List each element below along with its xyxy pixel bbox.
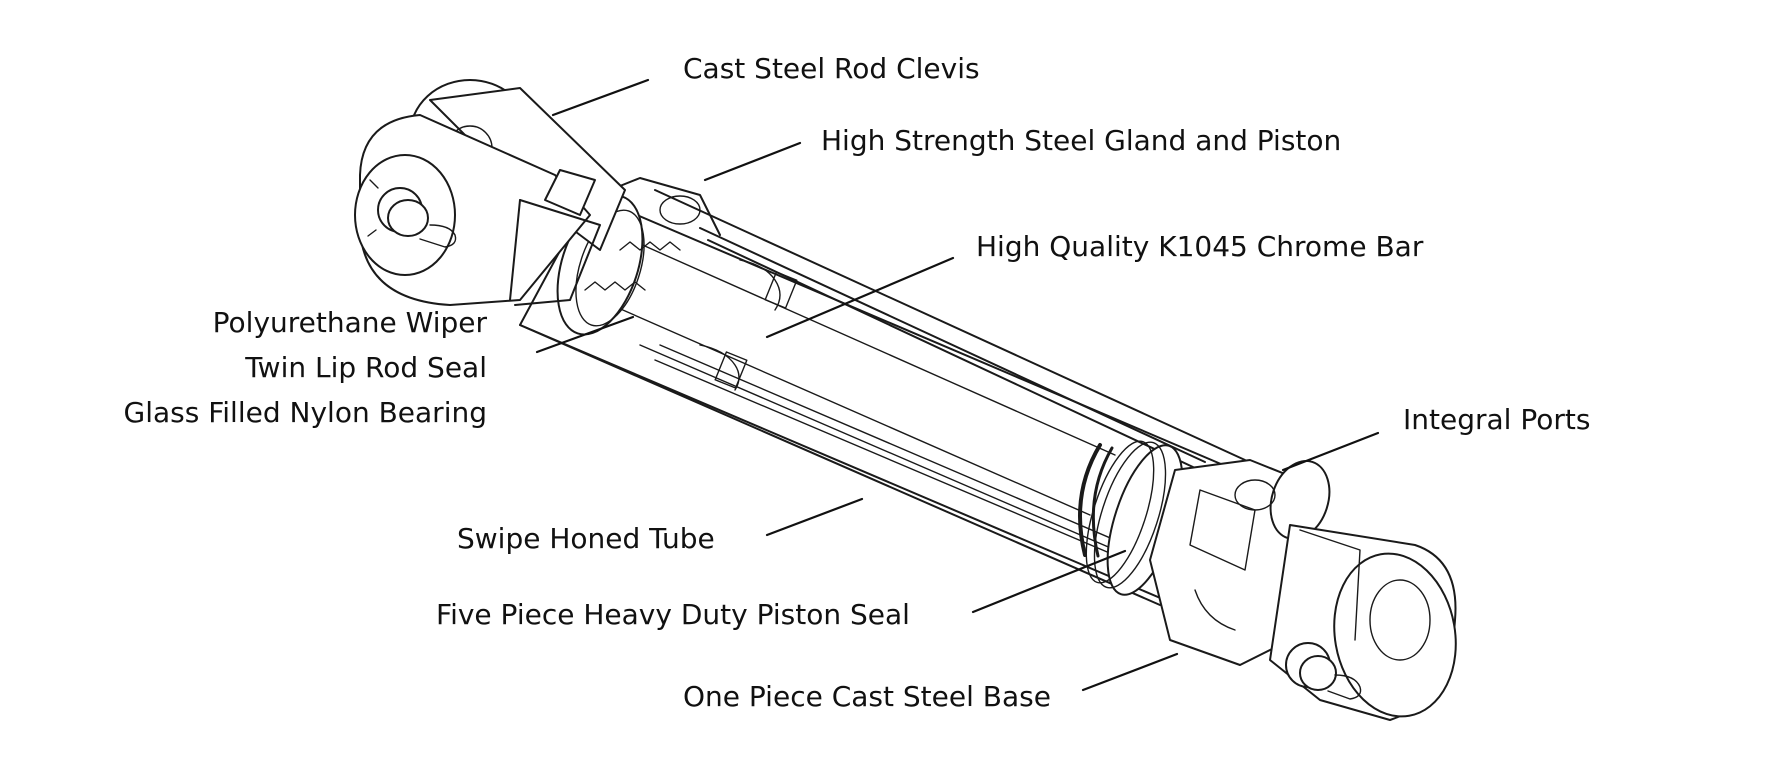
label-glass-filled-nylon-bearing: Glass Filled Nylon Bearing [123,396,488,429]
leader-chrome-bar [765,256,955,339]
label-gland-piston: High Strength Steel Gland and Piston [821,124,1342,157]
label-rod-clevis: Cast Steel Rod Clevis [683,52,980,85]
leader-cast-base [1081,652,1179,692]
leader-integral-ports [1281,431,1380,472]
leader-rod-clevis [551,78,650,117]
label-polyurethane-wiper: Polyurethane Wiper [212,306,487,339]
label-cast-steel-base: One Piece Cast Steel Base [683,680,1051,713]
label-integral-ports: Integral Ports [1403,403,1591,436]
piston [1078,440,1184,596]
label-twin-lip-rod-seal: Twin Lip Rod Seal [245,351,487,384]
label-swipe-honed-tube: Swipe Honed Tube [457,522,715,555]
cast-steel-base [1149,459,1457,721]
chrome-bar-rod [599,234,1116,516]
leader-honed-tube [765,497,864,537]
swipe-honed-tube [519,189,1246,606]
leader-lines [535,78,1380,692]
leader-wiper-seal-bearing [535,315,635,354]
cast-steel-rod-clevis [354,79,626,306]
label-piston-seal: Five Piece Heavy Duty Piston Seal [436,598,910,631]
label-chrome-bar: High Quality K1045 Chrome Bar [976,230,1424,263]
leader-gland-piston [703,141,802,182]
leader-piston-seal [971,549,1127,614]
